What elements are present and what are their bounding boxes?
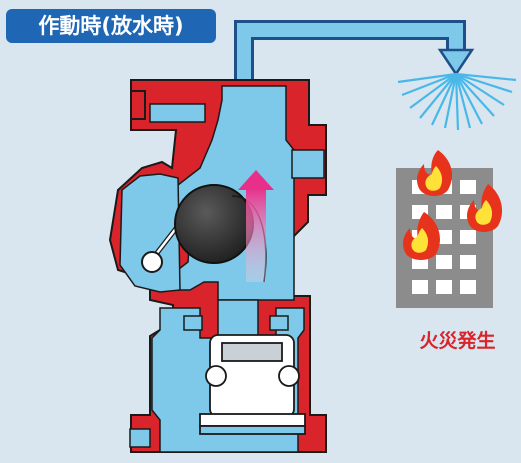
flow-arrow-icon [238, 170, 274, 282]
pivot-icon [141, 251, 163, 273]
flame-icon [417, 150, 453, 196]
side-boss [129, 315, 289, 448]
clapper-ball [174, 184, 254, 264]
sprinkler-head-icon [437, 48, 475, 77]
title-badge: 作動時(放水時) [6, 9, 216, 43]
fire-label: 火災発生 [419, 330, 496, 352]
water-spray-icon [397, 72, 517, 131]
flame-icon [403, 212, 440, 260]
flame-icon [467, 184, 503, 232]
lower-valve-seat [199, 334, 306, 435]
outlet-pipe [234, 20, 475, 86]
